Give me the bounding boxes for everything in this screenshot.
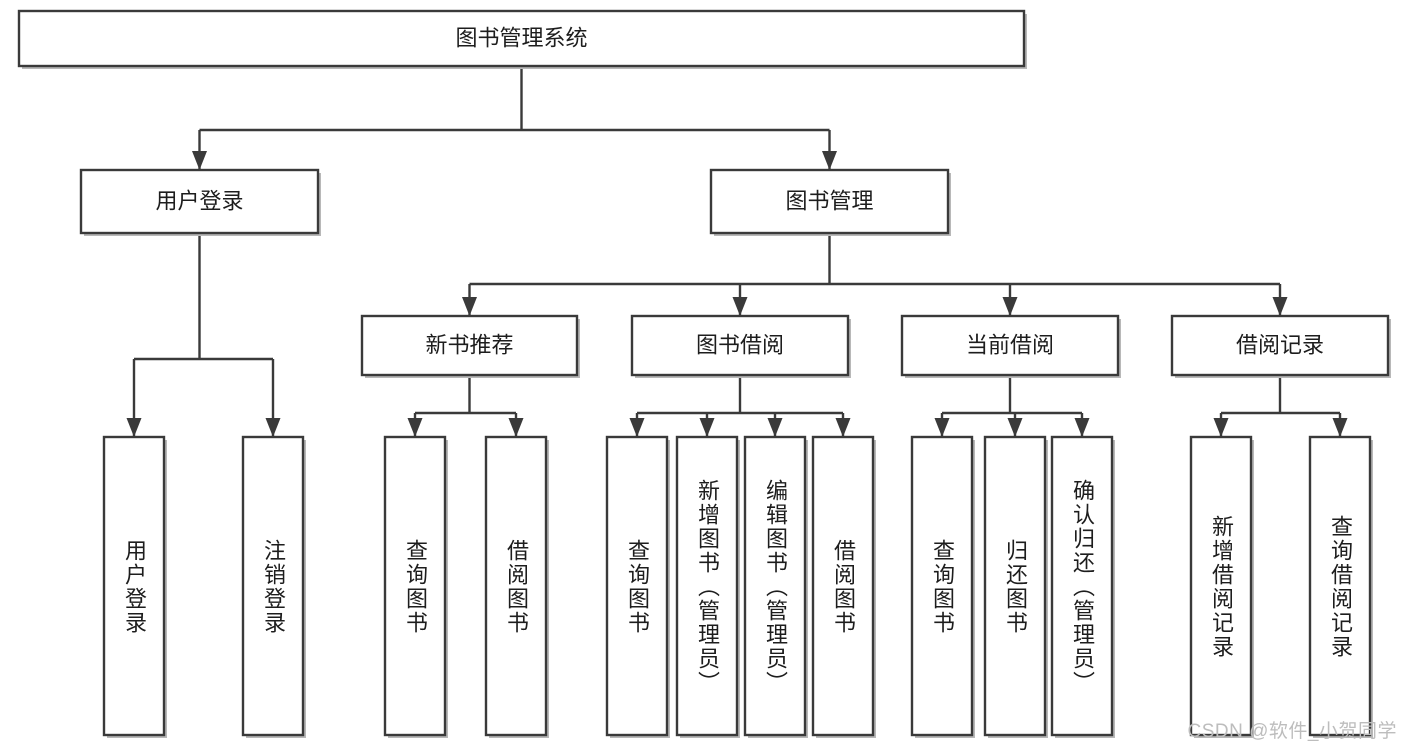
arrow-head-icon [767, 418, 783, 437]
arrow-head-icon [508, 418, 524, 437]
node-rect[interactable] [630, 314, 850, 377]
arrow-head-icon [1213, 418, 1229, 437]
arrow-head-icon [835, 418, 851, 437]
arrow-head-icon [1272, 297, 1288, 316]
arrow-head-icon [126, 418, 142, 437]
node-borrow-record[interactable]: 借阅记录 [1170, 314, 1391, 378]
connector-layer [126, 66, 1348, 437]
node-rect[interactable] [1050, 435, 1114, 737]
node-leaf-user-login[interactable] [102, 435, 167, 738]
node-new-book-recommend[interactable]: 新书推荐 [360, 314, 580, 378]
node-rect[interactable] [360, 314, 579, 377]
arrow-head-icon [407, 418, 423, 437]
arrow-head-icon [1332, 418, 1348, 437]
node-leaf-edit-book[interactable] [743, 435, 808, 738]
node-leaf-query-book-2[interactable] [605, 435, 670, 738]
node-rect[interactable] [1170, 314, 1390, 377]
node-book-borrow[interactable]: 图书借阅 [630, 314, 851, 378]
arrow-head-icon [934, 418, 950, 437]
node-leaf-return-book[interactable] [983, 435, 1048, 738]
node-rect[interactable] [241, 435, 305, 737]
node-leaf-query-book-1[interactable] [383, 435, 448, 738]
node-user-login[interactable]: 用户登录 [79, 168, 321, 236]
node-label: 图书管理 [785, 188, 873, 213]
arrow-head-icon [822, 151, 837, 170]
node-current-borrow[interactable]: 当前借阅 [900, 314, 1121, 378]
arrow-head-icon [265, 418, 281, 437]
arrow-head-icon [1002, 297, 1018, 316]
node-leaf-query-record[interactable] [1308, 435, 1373, 738]
node-rect[interactable] [983, 435, 1047, 737]
node-leaf-borrow-book-2[interactable] [811, 435, 876, 738]
arrow-head-icon [1007, 418, 1023, 437]
node-leaf-query-book-3[interactable] [910, 435, 975, 738]
node-leaf-add-book[interactable] [675, 435, 740, 738]
node-rect[interactable] [675, 435, 739, 737]
node-leaf-logout[interactable] [241, 435, 306, 738]
node-root[interactable]: 图书管理系统 [17, 9, 1027, 69]
arrow-head-icon [732, 297, 748, 316]
node-book-manage[interactable]: 图书管理 [709, 168, 951, 236]
node-rect[interactable] [79, 168, 320, 235]
node-label: 图书管理系统 [455, 25, 587, 50]
node-rect[interactable] [743, 435, 807, 737]
node-rect[interactable] [1189, 435, 1253, 737]
node-rect[interactable] [102, 435, 166, 737]
node-leaf-confirm-return[interactable] [1050, 435, 1115, 738]
node-rect[interactable] [484, 435, 548, 737]
watermark: CSDN @软件_小贺同学 [1187, 721, 1397, 742]
node-label: 新书推荐 [425, 332, 513, 357]
arrow-head-icon [699, 418, 715, 437]
node-rect[interactable] [17, 9, 1026, 68]
node-rect[interactable] [383, 435, 447, 737]
node-rect[interactable] [811, 435, 875, 737]
node-rect[interactable] [709, 168, 950, 235]
node-label: 图书借阅 [696, 332, 784, 357]
node-leaf-add-record[interactable] [1189, 435, 1254, 738]
arrow-head-icon [1074, 418, 1090, 437]
node-rect[interactable] [900, 314, 1120, 377]
arrow-head-icon [629, 418, 645, 437]
node-leaf-borrow-book-1[interactable] [484, 435, 549, 738]
node-rect[interactable] [910, 435, 974, 737]
node-label: 用户登录 [155, 188, 243, 213]
arrow-head-icon [192, 151, 207, 170]
node-label: 借阅记录 [1236, 332, 1324, 357]
node-rect[interactable] [605, 435, 669, 737]
node-label: 当前借阅 [966, 332, 1054, 357]
arrow-head-icon [462, 297, 477, 316]
node-rect[interactable] [1308, 435, 1372, 737]
